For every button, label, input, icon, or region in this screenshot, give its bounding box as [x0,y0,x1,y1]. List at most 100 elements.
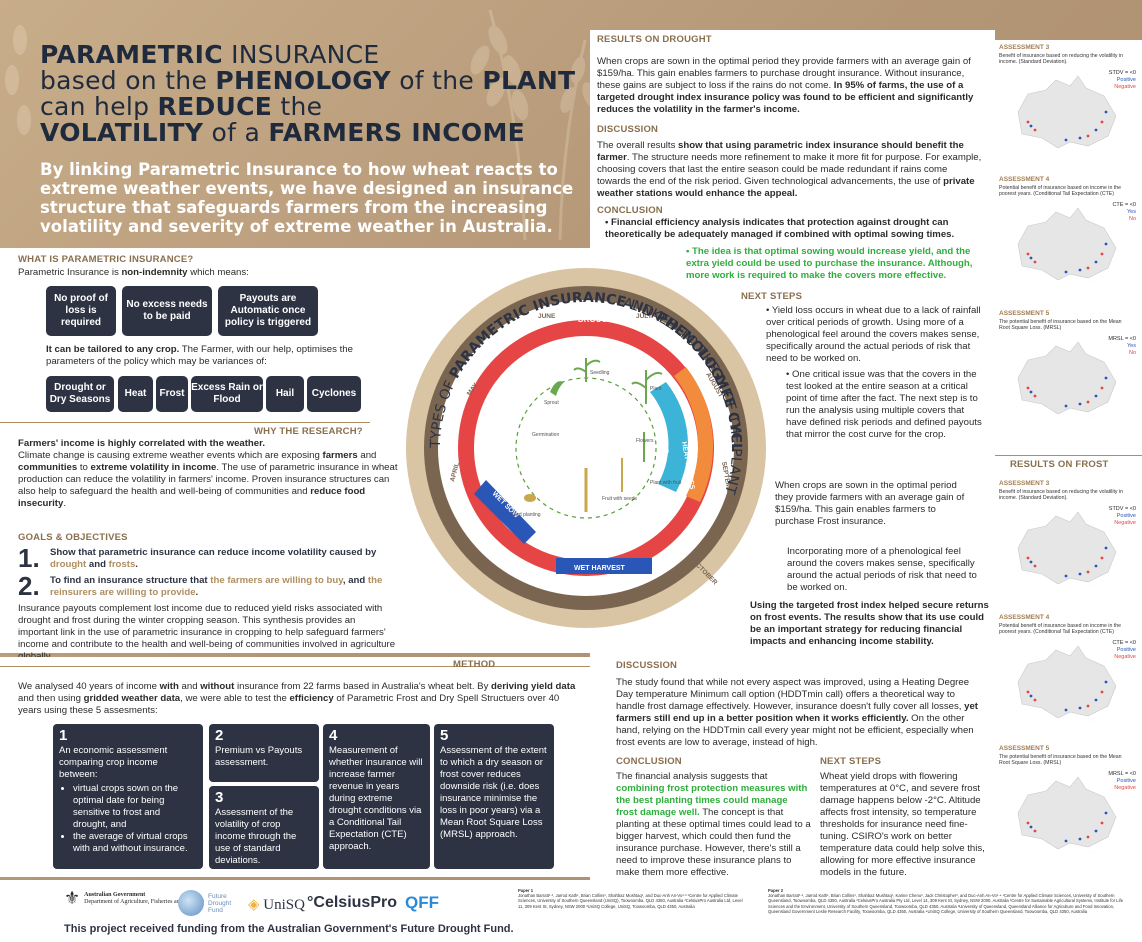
assessment-description: The potential benefit of insurance based… [999,754,1122,767]
stage-seed-planting: Seed planting [510,512,541,518]
title-word-parametric: PARAMETRIC [40,40,223,69]
title-word-reduce: REDUCE [157,92,273,121]
stage-seedling: Seedling [590,370,610,376]
logo-fdf: Future Drought Fund [178,890,240,916]
divider [0,666,590,667]
method-bold: with [159,681,179,692]
australia-map-icon [1017,645,1117,722]
method-box-4-text: Measurement of whether insurance will in… [329,745,423,852]
stage-germination: Germination [532,432,559,438]
drought-next-heading: NEXT STEPS [741,291,803,302]
paper-2-heading: Paper 2 [768,888,784,893]
frost-conc-green: combining frost protection measures with… [616,783,808,818]
why-text-bold: extreme volatility in income [90,462,217,473]
title-text: can help [40,92,158,121]
goal-1-frosts: frosts [108,559,136,570]
title-word-volatility: VOLATILITY [40,118,204,147]
what-intro-c: which means: [187,267,249,278]
wheat-decoration-left-icon [5,25,31,135]
plant-icon [631,370,663,404]
what-tailored-b: The Farmer, with our help, optimises the… [46,344,353,367]
goal-number-2: 2. [18,571,40,601]
method-bold: efficiency [289,693,334,704]
stage-flowers: Flowers [636,438,654,444]
assessment-description: The potential benefit of insurance based… [999,319,1122,332]
goal-1-c: and [86,559,109,570]
peril-cyclones: Cyclones [307,376,361,412]
month-april: APRIL [449,462,461,483]
method-box-4: 4 Measurement of whether insurance will … [323,724,430,869]
title-word-plant: PLANT [482,66,576,95]
legend-negative: Negative [1114,520,1136,526]
goal-2: To find an insurance structure that the … [50,575,390,599]
why-p1: Farmers' income is highly correlated wit… [18,438,265,449]
drought-next-1-text: Yield loss occurs in wheat due to a lack… [766,305,981,364]
method-box-1-bullet: virtual crops sown on the optimal date f… [73,783,197,831]
goal-2-farmers: the farmers are willing to buy [210,575,343,586]
drought-conclusion-heading: CONCLUSION [597,205,663,216]
assessment-heading: ASSESSMENT 5 [999,745,1050,752]
phenology-wheel: DROUGHT HEAT STRESS FROST WET SOW WET HA… [400,262,766,628]
funding-statement: This project received funding from the A… [64,923,514,935]
legend-threshold: MRSL = <0 [1108,771,1136,777]
assessment-heading: ASSESSMENT 5 [999,310,1050,317]
why-text-bold: reduce food insecurity [18,486,366,509]
assessment-description: Potential benefit of insurance based on … [999,185,1121,198]
method-bold: gridded weather data [83,693,181,704]
title-text: of the [390,66,483,95]
what-heading: WHAT IS PARAMETRIC INSURANCE? [18,254,194,265]
feature-box-no-excess: No excess needs to be paid [122,286,212,336]
stage-sprout: Sprout [544,400,559,406]
assessment-heading: ASSESSMENT 4 [999,614,1050,621]
goal-number-1: 1. [18,543,40,573]
frost-discussion-text: The study found that while not every asp… [616,677,986,749]
frost-disc-b: yet farmers still end up in a better pos… [616,701,978,724]
peril-hail: Hail [266,376,304,412]
frost-next-heading: NEXT STEPS [820,756,882,767]
legend-positive: Positive [1116,778,1136,784]
what-tailored-a: It can be tailored to any crop. [46,344,180,355]
method-part: of Parametric Frost and Dry Spell Struct… [18,693,560,716]
method-part: , we were able to test the [180,693,290,704]
method-box-2: 2 Premium vs Payouts assessment. [209,724,319,782]
title-word-phenology: PHENOLOGY [215,66,391,95]
month-july: JULY [636,313,653,320]
legend-negative: Negative [1114,654,1136,660]
method-box-2-text: Premium vs Payouts assessment. [215,745,303,768]
logo-text-unisq: UniSQ [263,897,305,913]
frost-p2: Incorporating more of a phenological fee… [787,546,977,593]
drought-conclusion-green: • The idea is that optimal sowing would … [686,246,973,281]
wet-sow-band [474,480,536,544]
legend-threshold: CTE = <0 [1112,640,1136,646]
legend-positive: Positive [1116,647,1136,653]
legend-negative: Negative [1114,84,1136,90]
heat-stress-band [674,367,714,502]
method-box-4-number: 4 [329,727,338,744]
feature-box-automatic: Payouts are Automatic once policy is tri… [218,286,318,336]
seed-icon [524,494,536,502]
drought-discussion-text: The overall results show that using para… [597,140,982,200]
drought-disc-a: The overall results [597,140,679,151]
goal-2-a: To find an insurance structure that [50,575,211,586]
method-part: We analysed 40 years of income [18,681,160,692]
method-bold: deriving yield data [491,681,576,692]
month-june: JUNE [538,313,556,320]
assessment-heading: ASSESSMENT 3 [999,44,1050,51]
peril-frost: Frost [156,376,188,412]
frost-disc-c: On the other hand, relying on the HDDTmi… [616,713,974,748]
drought-discussion-heading: DISCUSSION [597,124,659,135]
divider [0,422,370,423]
why-text-part: and [357,450,377,461]
what-intro: Parametric Insurance is non-indemnity wh… [18,267,398,279]
method-box-5: 5 Assessment of the extent to which a dr… [434,724,554,869]
frost-p3: Using the targeted frost index helped se… [750,600,989,647]
method-box-2-number: 2 [215,727,224,744]
australia-map-icon [1017,75,1117,152]
frost-discussion-heading: DISCUSSION [616,660,678,671]
peril-heat: Heat [118,376,153,412]
